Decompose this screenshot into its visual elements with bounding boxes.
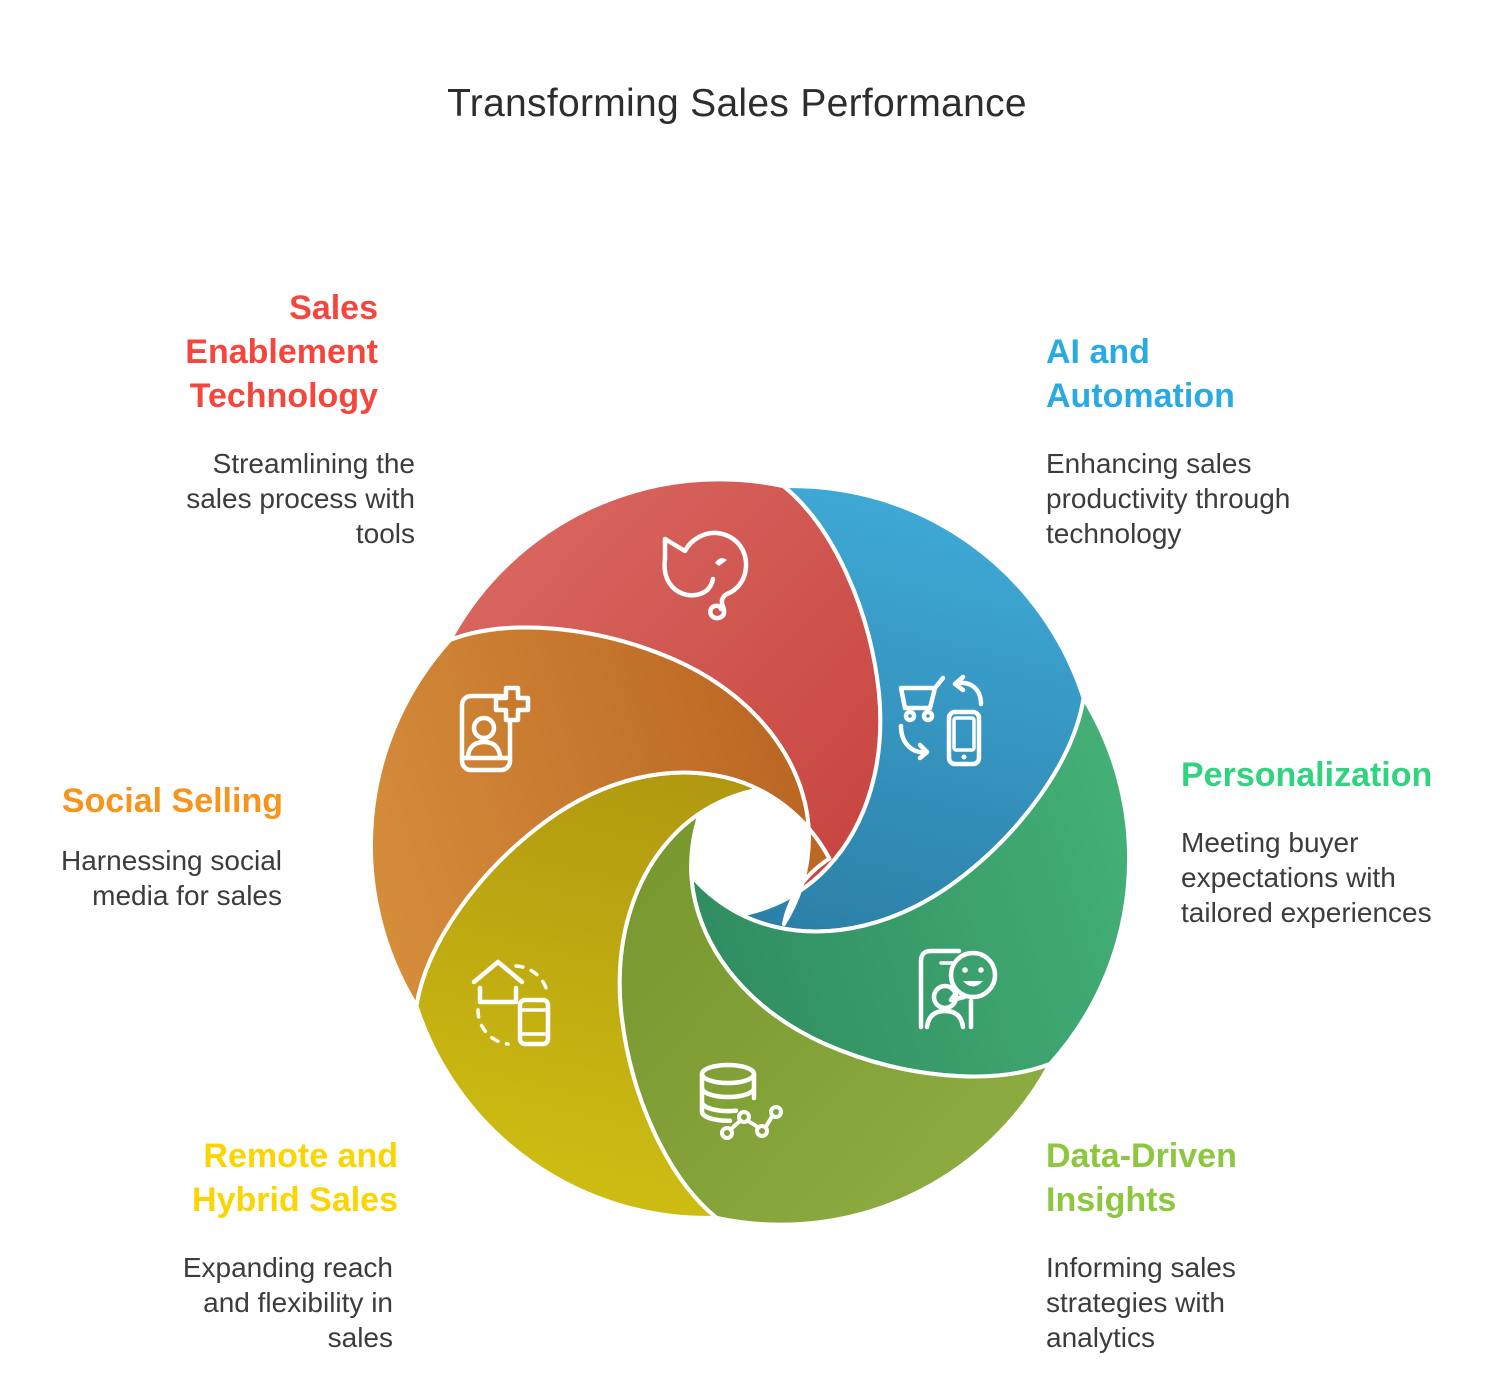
segment-heading-sales-enablement: Sales Enablement Technology — [185, 289, 378, 415]
segment-description-social-selling: Harnessing social media for sales — [61, 845, 282, 911]
segment-description-data-driven: Informing sales strategies with analytic… — [1046, 1252, 1236, 1353]
cart-phone-sync-icon — [898, 674, 984, 767]
segment-heading-personalization: Personalization — [1181, 756, 1433, 794]
database-analytics-icon — [699, 1062, 783, 1140]
segment-heading-data-driven: Data-Driven Insights — [1046, 1137, 1237, 1219]
segment-heading-ai-automation: AI and Automation — [1046, 333, 1235, 415]
home-mobile-icon — [471, 959, 551, 1047]
segment-description-personalization: Meeting buyer expectations with tailored… — [1181, 827, 1432, 928]
segment-heading-social-selling: Social Selling — [61, 782, 283, 820]
customer-chat-icon — [918, 948, 998, 1030]
segment-description-ai-automation: Enhancing sales productivity through tec… — [1046, 448, 1291, 549]
page-title: Transforming Sales Performance — [447, 82, 1027, 125]
segment-heading-remote-hybrid: Remote and Hybrid Sales — [192, 1137, 398, 1219]
add-contact-icon — [459, 685, 531, 773]
segment-description-remote-hybrid: Expanding reach and flexibility in sales — [182, 1252, 393, 1353]
evernote-elephant-icon — [662, 530, 749, 621]
segment-description-sales-enablement: Streamlining the sales process with tool… — [186, 448, 415, 549]
